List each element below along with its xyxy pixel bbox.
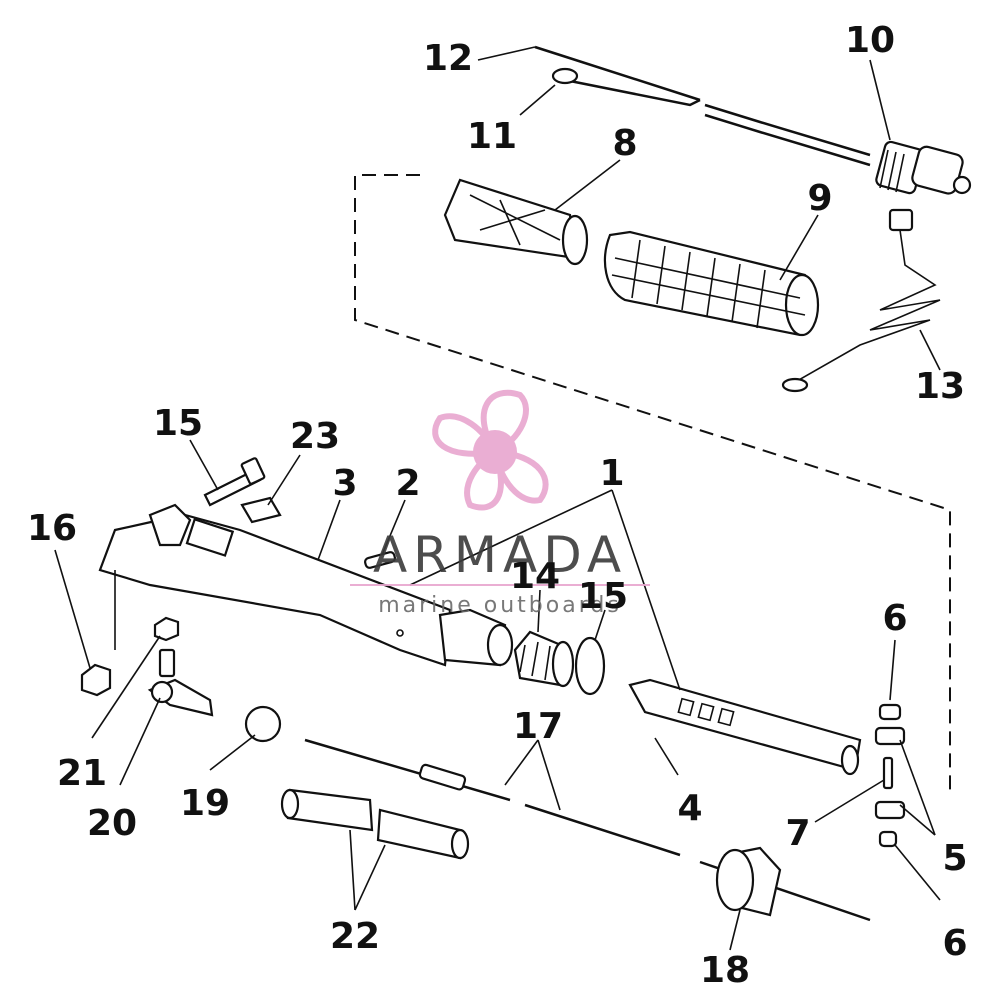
dashed-group-frame: [354, 174, 951, 790]
throttle-tube: [628, 678, 862, 776]
callout-11: 11: [467, 116, 517, 157]
callout-18: 17: [513, 706, 563, 747]
callouts: 1 2 3 4 5 6 6 7 8 9 10 11 12 13 14 15 15…: [27, 20, 968, 991]
callout-6-lower: 6: [942, 923, 967, 964]
callout-12: 12: [423, 38, 473, 79]
propeller-icon: [432, 389, 549, 511]
callout-5: 5: [942, 838, 967, 879]
twist-grip: [603, 230, 820, 337]
callout-4: 4: [677, 788, 702, 829]
watermark-tagline: marine outboards: [378, 593, 622, 618]
callout-9: 9: [807, 178, 832, 219]
callout-2: 2: [395, 463, 420, 504]
callout-23: 22: [330, 916, 380, 957]
pivot-bolt: [203, 457, 266, 507]
callout-16: 15: [153, 403, 203, 444]
callout-20: 19: [180, 783, 230, 824]
bushing: [513, 630, 575, 688]
cable-knob: [715, 846, 782, 917]
callout-14: 14: [510, 556, 560, 597]
callout-7: 7: [785, 813, 810, 854]
callout-6-upper: 6: [882, 598, 907, 639]
callout-3: 3: [332, 463, 357, 504]
o-ring: [574, 636, 606, 696]
callout-1: 1: [599, 453, 624, 494]
leader-lines: [54, 46, 941, 951]
grip-insert: [443, 178, 589, 266]
callout-13: 13: [915, 366, 965, 407]
callout-17: 16: [27, 508, 77, 549]
tiller-arm: [98, 503, 514, 667]
callout-15: 15: [578, 576, 628, 617]
linkage-hardware: [80, 616, 282, 743]
throttle-link-rod: [534, 45, 871, 167]
throttle-cam-assembly: [875, 140, 972, 195]
callout-8: 8: [612, 123, 637, 164]
watermark-brand: ARMADA: [373, 526, 627, 584]
cable-sleeves: [280, 788, 470, 860]
stop-lanyard: [781, 208, 941, 393]
callout-22: 21: [57, 753, 107, 794]
callout-19: 18: [700, 950, 750, 991]
roll-pin: [364, 551, 396, 569]
callout-21: 20: [87, 803, 137, 844]
retaining-clip: [240, 496, 282, 524]
small-fittings: [874, 703, 906, 848]
watermark: ARMADA marine outboards: [350, 389, 650, 618]
callout-10: 10: [845, 20, 895, 61]
callout-24: 23: [290, 416, 340, 457]
